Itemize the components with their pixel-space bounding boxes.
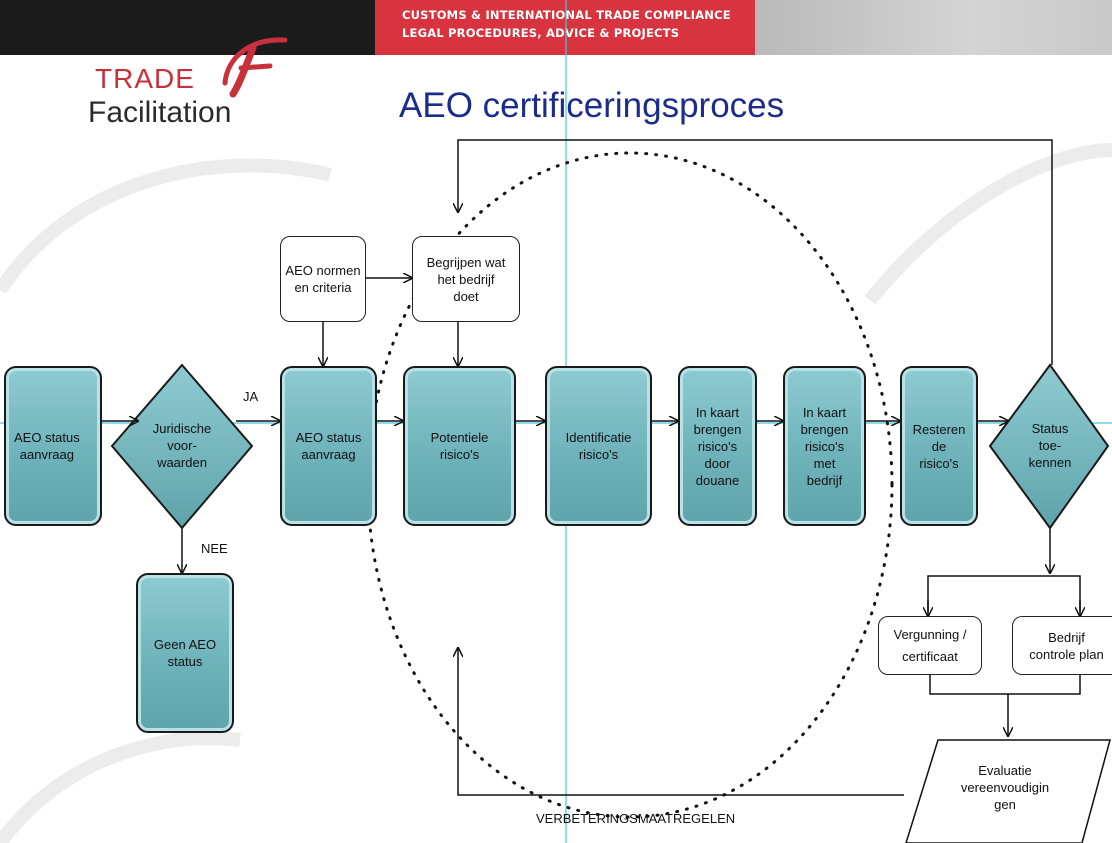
dotted-cycle-circle [366,151,894,819]
edge-label-verbetering: VERBETERINGSMAATREGELEN [536,811,736,826]
node-label: AEO status aanvraag [295,430,362,462]
node-label: AEO normen en criteria [285,263,361,295]
logo-f-icon [222,37,288,98]
node-label: In kaart brengen risico's door douane [693,404,742,488]
node-kaart-douane: In kaart brengen risico's door douane [678,366,757,526]
background-swoosh [0,158,332,294]
node-label: Potentiele risico's [430,430,489,462]
node-aeo-status-aanvraag: AEO status aanvraag [280,366,377,526]
header-red-band [375,0,755,55]
merge-line [929,675,1081,695]
node-resteren-risicos: Resteren de risico's [900,366,978,526]
logo-facilitation-text: Facilitation [88,96,232,129]
node-bedrijf-controle-plan: Bedrijf controle plan [1012,616,1112,675]
header-grey-band [755,0,1112,55]
background-swoosh [864,143,1112,305]
edge-label-nee: NEE [201,541,228,556]
node-geen-aeo-status: Geen AEO status [136,573,234,733]
header-tagline-2: LEGAL PROCEDURES, ADVICE & PROJECTS [402,26,680,40]
node-evaluatie: Evaluatie vereenvoudigin gen [960,763,1050,812]
edge-label-ja: JA [243,389,259,404]
header-black-band [0,0,375,55]
node-label: Geen AEO status [153,637,217,669]
evaluatie-parallelogram [905,739,1111,843]
node-vergunning-certificaat: Vergunning / certificaat [878,616,982,675]
logo-trade-text: TRADE [95,63,195,94]
node-label: In kaart brengen risico's met bedrijf [800,404,849,488]
node-label: Identificatie risico's [565,430,632,462]
header-bar: CUSTOMS & INTERNATIONAL TRADE COMPLIANCE… [0,0,1112,55]
node-potentiele-risicos: Potentiele risico's [403,366,516,526]
branch-line [927,575,1081,612]
node-label: Bedrijf controle plan [1029,629,1104,662]
page-title: AEO certificeringsproces [399,86,785,125]
node-juridische-voorwaarden: Juridische voor- waarden [152,421,212,470]
node-aeo-normen-criteria: AEO normen en criteria [280,236,366,322]
node-kaart-bedrijf: In kaart brengen risico's met bedrijf [783,366,866,526]
node-status-toekennen: Status toe- kennen [1028,421,1072,470]
node-identificatie-risicos: Identificatie risico's [545,366,652,526]
feedback-loop-bottom [458,648,904,796]
node-label: Begrijpen wat het bedrijf doet [426,254,506,304]
background-swoosh [0,731,241,843]
node-label: AEO status aanvraag [14,430,80,462]
node-label: Vergunning / certificaat [893,626,967,664]
node-begrijpen-bedrijf: Begrijpen wat het bedrijf doet [412,236,520,322]
feedback-loop-top [458,139,1053,365]
node-label: Resteren de risico's [912,421,966,471]
node-aeo-status-aanvraag-start: AEO status aanvraag [4,366,102,526]
